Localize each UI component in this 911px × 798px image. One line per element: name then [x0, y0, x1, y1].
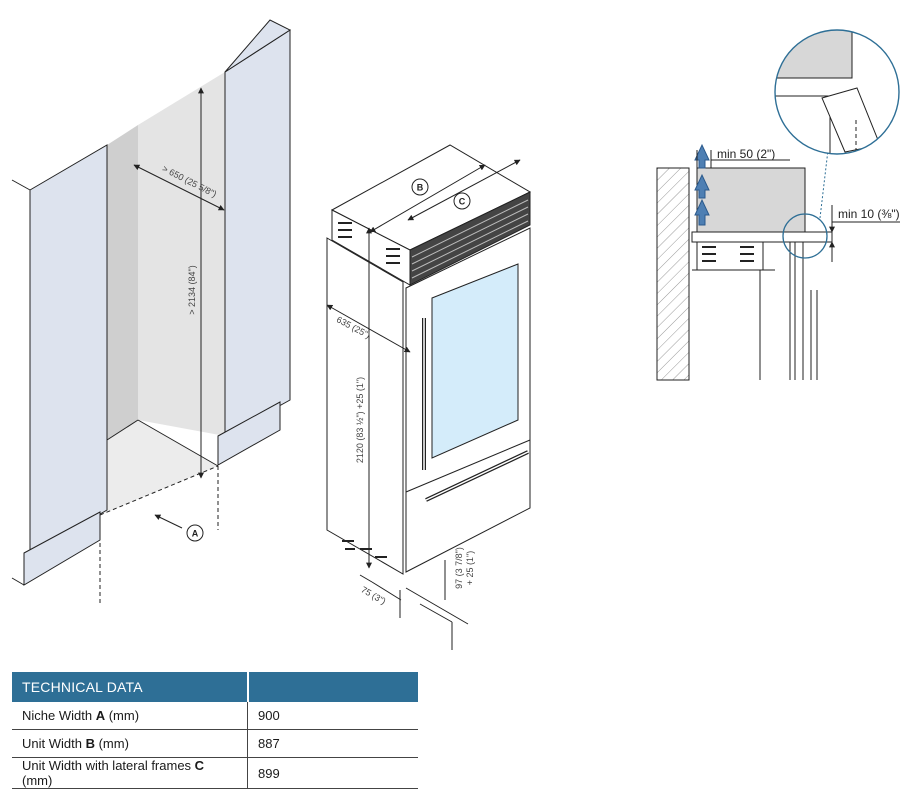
airflow-arrows [694, 143, 710, 226]
right-cabinet-top [224, 19, 292, 73]
row-value: 899 [247, 757, 418, 789]
table-header-row: TECHNICAL DATA [12, 672, 418, 702]
detail-vents [702, 246, 754, 262]
installation-diagram: > 2134 (84") > 650 (25 5/8") A [11, 19, 900, 650]
niche-floor [100, 420, 218, 515]
niche-rear-panel [138, 72, 225, 436]
marker-c: C [459, 197, 466, 207]
zoom-bubble [774, 29, 900, 155]
row-value: 900 [247, 702, 418, 730]
row-label: Unit Width with lateral frames C (mm) [12, 757, 248, 789]
niche-width-marker: A [192, 529, 199, 539]
row-label: Niche Width A (mm) [12, 702, 248, 730]
table-row: Niche Width A (mm) 900 [12, 702, 418, 730]
table-header-title: TECHNICAL DATA [12, 672, 248, 702]
right-cabinet-plinth [217, 401, 281, 466]
table-row: Unit Width B (mm) 887 [12, 729, 418, 758]
niche-height-label: > 2134 (84") [187, 265, 197, 314]
glass-door [431, 263, 519, 459]
marker-b: B [417, 183, 424, 193]
left-cabinet-front [29, 144, 108, 556]
plinth-extra-label: + 25 (1") [465, 551, 475, 585]
appliance-drawing: 2120 (83 ½") +25 (1") 635 (25") B C 75 (… [326, 144, 532, 650]
plinth-height-label: 97 (3 7/8") [454, 547, 464, 589]
ventilation-detail: min 50 (2") min 10 (⅜") [656, 29, 900, 381]
upper-cabinet [696, 167, 806, 233]
appliance-side [326, 237, 404, 575]
row-label: Unit Width B (mm) [12, 729, 248, 758]
rear-wall [656, 167, 690, 381]
top-gap-label: min 50 (2") [717, 147, 775, 161]
table-row: Unit Width with lateral frames C (mm) 89… [12, 757, 418, 789]
niche-back-wall [107, 125, 138, 440]
niche-depth-dimension [133, 164, 225, 211]
base-depth-label: 75 (3") [359, 584, 387, 606]
technical-data-table: TECHNICAL DATA Niche Width A (mm) 900 Un… [12, 672, 418, 789]
niche-drawing: > 2134 (84") > 650 (25 5/8") A [11, 19, 292, 605]
side-gap-label: min 10 (⅜") [838, 207, 900, 221]
appliance-height-label: 2120 (83 ½") +25 (1") [355, 377, 365, 463]
row-value: 887 [247, 729, 418, 758]
right-cabinet-front [224, 29, 291, 437]
side-vents [338, 222, 400, 264]
table-header-value [246, 672, 418, 702]
